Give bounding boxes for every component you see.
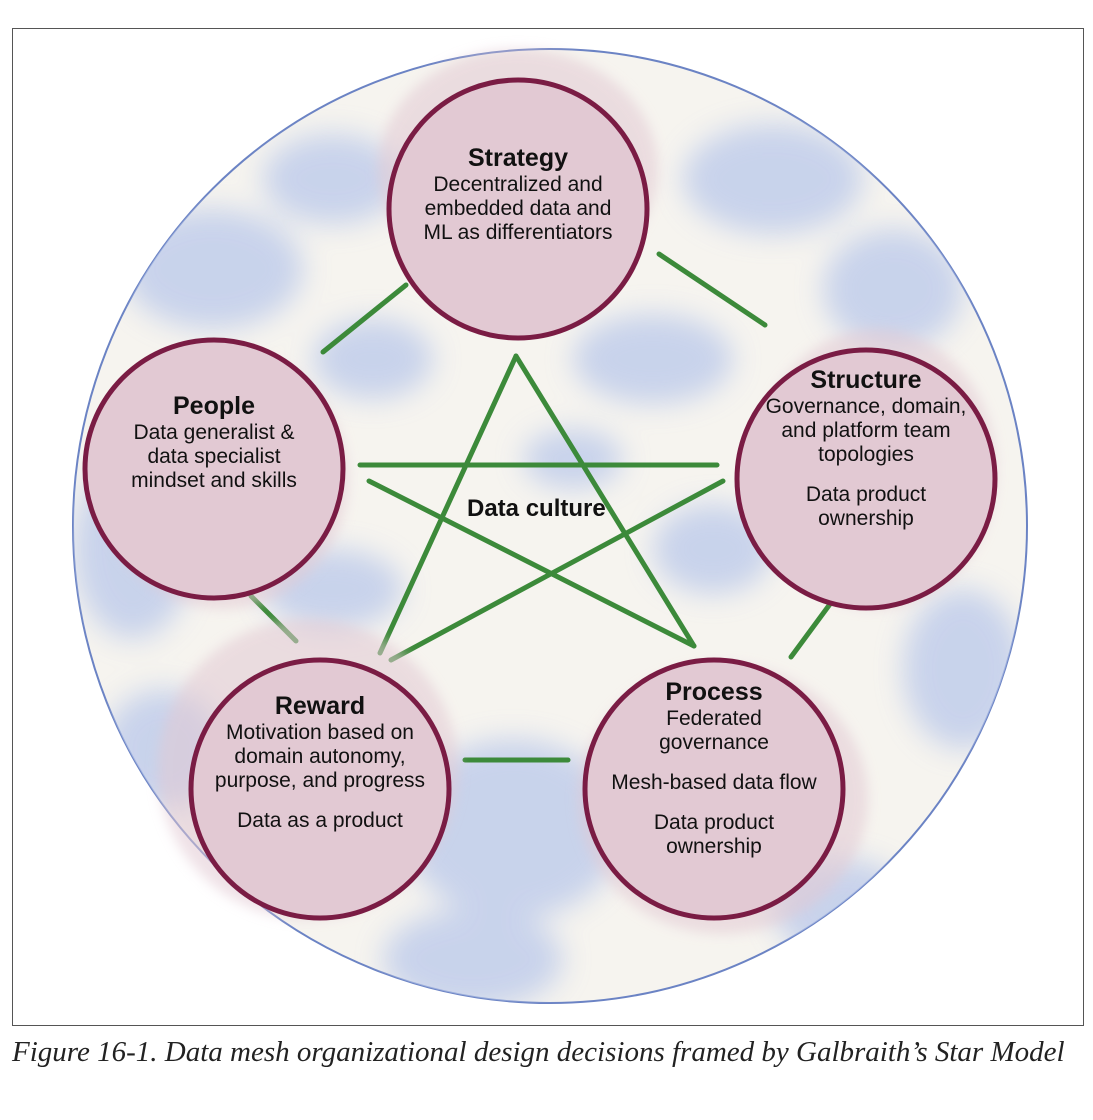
node-text-line: Federated [666,707,762,730]
node-text-line: domain autonomy, [234,745,406,768]
node-text-line: governance [659,731,769,754]
node-title: Strategy [467,144,569,172]
node-reward-text: Reward Motivation based on domain autono… [190,691,450,833]
figure-caption: Figure 16-1. Data mesh organizational de… [12,1036,1065,1068]
connector-structure-process [788,597,836,660]
node-process-text: Process Federated governance Mesh-based … [584,677,844,859]
node-text-line: topologies [818,443,914,466]
node-text-line: ownership [818,507,914,530]
node-text-line: ownership [666,835,762,858]
node-people-text: People Data generalist & data specialist… [84,391,344,493]
node-people [82,337,348,609]
node-text-line: ML as differentiators [423,221,613,244]
node-title: Reward [274,692,366,720]
node-strategy-text: Strategy Decentralized and embedded data… [388,143,648,245]
star-connectors [248,251,836,763]
connector-strategy-people [320,282,409,355]
node-strategy [378,49,658,341]
node-process [578,657,868,934]
node-text-line: Motivation based on [226,721,414,744]
connector-strategy-structure [656,251,768,328]
node-text-line: Data as a product [237,809,403,832]
node-structure [734,329,998,611]
node-text-line: purpose, and progress [214,769,426,792]
node-title: Structure [810,366,922,394]
node-text-line: Decentralized and [433,173,603,196]
node-title: People [173,392,255,420]
node-structure-text: Structure Governance, domain, and platfo… [736,365,996,531]
node-text-line: Data product [805,483,927,506]
node-text-line: mindset and skills [131,469,297,492]
node-text-line: embedded data and [424,197,612,220]
node-text-line: Mesh-based data flow [611,771,817,794]
center-label: Data culture [467,495,606,522]
star-model-diagram [72,48,1028,1004]
connector-star-e [388,478,726,663]
node-text-line: Data generalist & [133,421,295,444]
node-circles [82,49,998,934]
connector-star-d [366,478,697,649]
connector-star-b [513,353,697,649]
node-text-line: and platform team [781,419,951,442]
node-text-line: Governance, domain, [765,395,967,418]
connector-star-a [377,353,519,656]
node-reward [158,619,458,921]
node-title: Process [665,678,763,706]
node-text-line: data specialist [147,445,281,468]
figure-frame: Data culture Strategy Decentralized and … [12,28,1084,1026]
node-text-line: Data product [653,811,775,834]
